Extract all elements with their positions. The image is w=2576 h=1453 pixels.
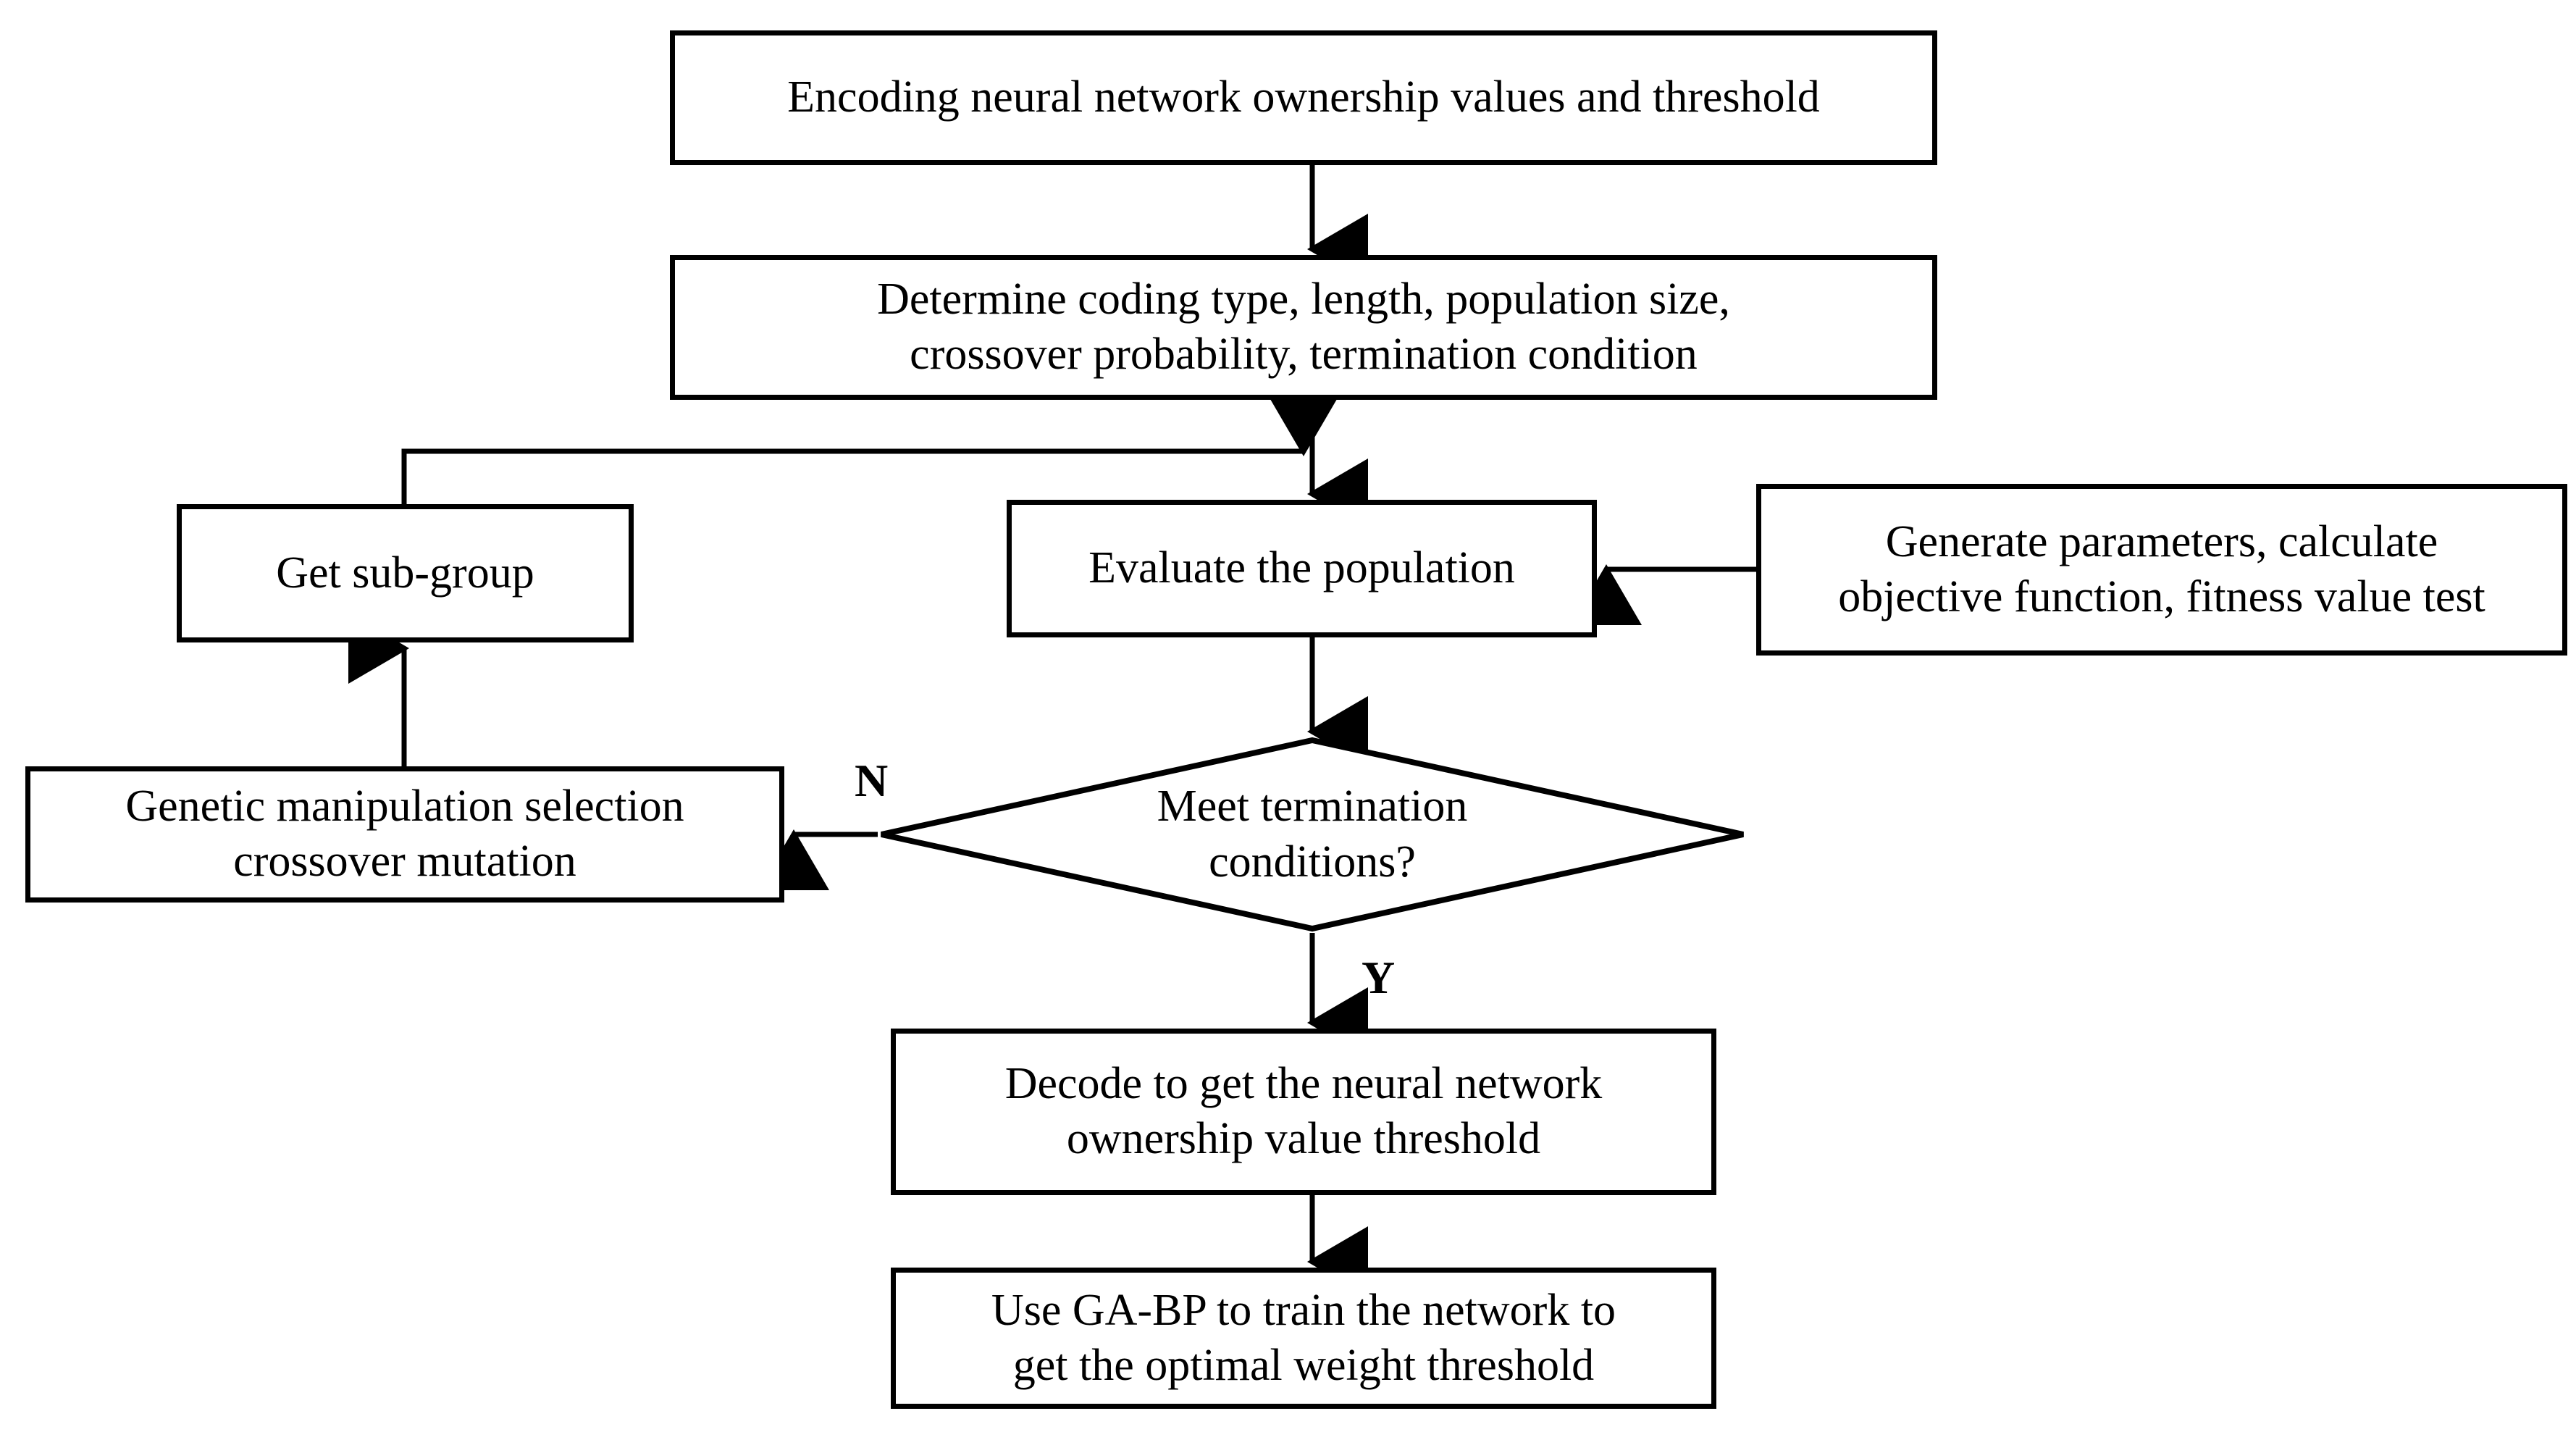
node-get-sub-group-label: Get sub-group [276,548,534,598]
node-genetic-manipulation[interactable]: Genetic manipulation selection crossover… [25,766,784,903]
node-train-network-label: Use GA-BP to train the network to get th… [991,1285,1616,1390]
node-genetic-manipulation-label: Genetic manipulation selection crossover… [125,782,684,886]
node-determine-parameters-label: Determine coding type, length, populatio… [877,275,1730,379]
edge-label-no: N [855,755,889,806]
node-get-sub-group[interactable]: Get sub-group [177,504,634,642]
node-encoding[interactable]: Encoding neural network ownership values… [670,30,1937,165]
node-train-network[interactable]: Use GA-BP to train the network to get th… [891,1268,1716,1409]
edge-subgroup-to-evaluate [401,395,1339,504]
decision-diamond-shape [881,737,1744,932]
node-decode-threshold[interactable]: Decode to get the neural network ownersh… [891,1029,1716,1195]
node-termination-decision[interactable]: Meet termination conditions? [878,737,1747,932]
node-decode-threshold-label: Decode to get the neural network ownersh… [1004,1059,1603,1163]
node-encoding-label: Encoding neural network ownership values… [787,72,1820,122]
node-generate-parameters-label: Generate parameters, calculate objective… [1838,516,2485,621]
edge-label-yes: Y [1362,952,1396,1003]
node-termination-decision-label: Meet termination conditions? [1157,781,1468,887]
node-determine-parameters[interactable]: Determine coding type, length, populatio… [670,255,1937,400]
node-evaluate-population[interactable]: Evaluate the population [1007,500,1597,637]
node-generate-parameters[interactable]: Generate parameters, calculate objective… [1756,484,2567,656]
node-evaluate-population-label: Evaluate the population [1088,543,1515,593]
